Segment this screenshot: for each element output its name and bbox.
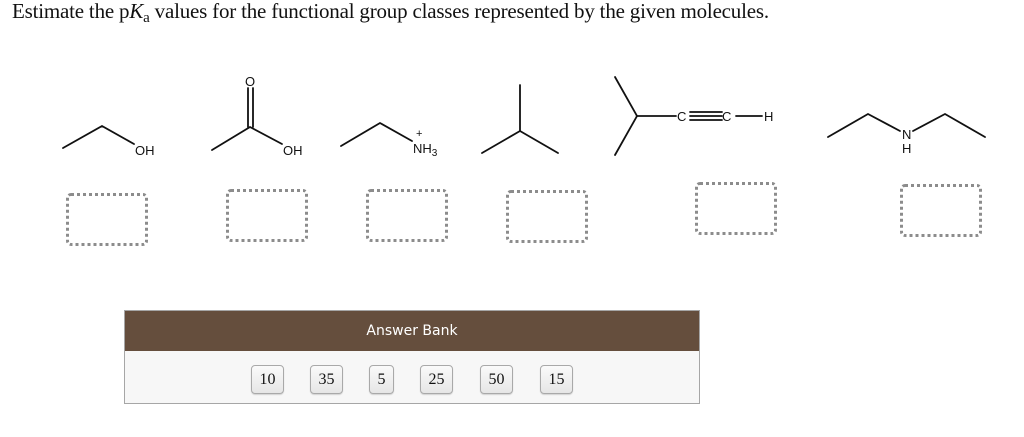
question-prompt: Estimate the pKa values for the function… — [12, 0, 769, 26]
drop-target-diethylamine[interactable] — [900, 184, 982, 237]
label-oh: OH — [135, 143, 155, 158]
answer-tile-15[interactable]: 15 — [540, 365, 573, 394]
answer-tile-10[interactable]: 10 — [251, 365, 284, 394]
molecule-isobutane — [481, 84, 559, 154]
prompt-a-subscript: a — [143, 10, 150, 26]
drop-target-isobutane[interactable] — [506, 190, 588, 243]
label-plus: + — [416, 128, 422, 140]
answer-bank: Answer Bank 10 35 5 25 50 15 — [124, 310, 700, 404]
molecule-ethylammonium: + NH3 — [340, 121, 438, 159]
label-oh: OH — [283, 143, 303, 158]
drop-target-alkyne[interactable] — [695, 182, 777, 235]
label-nh: NH3 — [413, 141, 438, 159]
molecule-ethanol: OH — [62, 124, 155, 158]
drop-target-acetic-acid[interactable] — [226, 189, 308, 242]
label-h: H — [764, 109, 773, 124]
answer-bank-header: Answer Bank — [125, 311, 699, 351]
label-c1: C — [677, 109, 686, 124]
molecule-diethylamine: N H — [827, 112, 986, 156]
molecule-structures: OH O OH + NH3 C C H N H — [62, 74, 986, 159]
molecule-acetic-acid: O OH — [211, 74, 303, 158]
prompt-text-start: Estimate the p — [12, 0, 130, 23]
molecule-alkyne: C C H — [614, 76, 773, 156]
label-c2: C — [722, 109, 731, 124]
label-n: N — [902, 127, 911, 142]
answer-tile-35[interactable]: 35 — [310, 365, 343, 394]
drop-target-ethylammonium[interactable] — [366, 189, 448, 242]
prompt-text-end: values for the functional group classes … — [149, 0, 769, 23]
label-o: O — [245, 74, 255, 89]
drop-target-ethanol[interactable] — [66, 193, 148, 246]
prompt-k-symbol: K — [129, 0, 144, 23]
label-h: H — [902, 141, 911, 156]
answer-bank-tiles: 10 35 5 25 50 15 — [125, 351, 699, 404]
answer-tile-25[interactable]: 25 — [420, 365, 453, 394]
answer-tile-5[interactable]: 5 — [369, 365, 394, 394]
answer-tile-50[interactable]: 50 — [480, 365, 513, 394]
